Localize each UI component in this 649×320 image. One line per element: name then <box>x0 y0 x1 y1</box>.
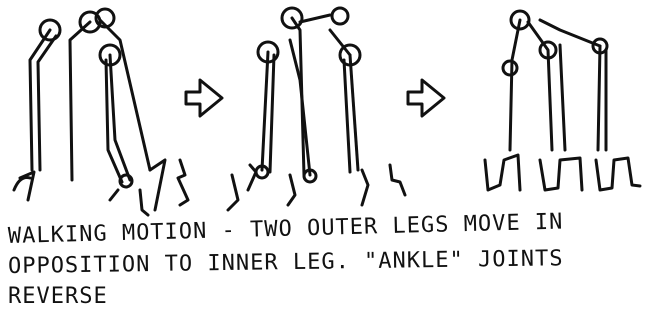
leg <box>344 60 350 172</box>
foot <box>140 190 148 215</box>
leg <box>350 55 358 170</box>
foot <box>596 158 640 190</box>
leg <box>70 22 90 180</box>
foot <box>288 175 295 205</box>
foot <box>178 160 188 205</box>
leg <box>598 46 600 150</box>
foot <box>150 160 165 210</box>
leg <box>300 15 330 22</box>
foot <box>540 158 582 190</box>
foot <box>390 165 405 195</box>
foot <box>248 165 256 190</box>
hip-joint <box>332 8 348 24</box>
frame-2 <box>228 8 405 210</box>
foot <box>362 170 368 205</box>
foot <box>14 178 30 191</box>
leg <box>262 52 268 170</box>
foot <box>485 155 520 190</box>
caption: WALKING MOTION - TWO OUTER LEGS MOVE IN … <box>8 222 644 312</box>
frame-1 <box>14 9 188 215</box>
frame-3 <box>485 11 640 190</box>
foot <box>110 190 118 200</box>
hip-joint <box>503 61 517 75</box>
foot <box>228 175 238 210</box>
arrow-2 <box>408 80 444 116</box>
caption-line-3: REVERSE <box>8 282 644 312</box>
leg <box>38 36 56 170</box>
leg <box>560 45 565 150</box>
leg <box>270 55 274 172</box>
leg <box>510 20 520 150</box>
arrow-1 <box>186 80 222 116</box>
